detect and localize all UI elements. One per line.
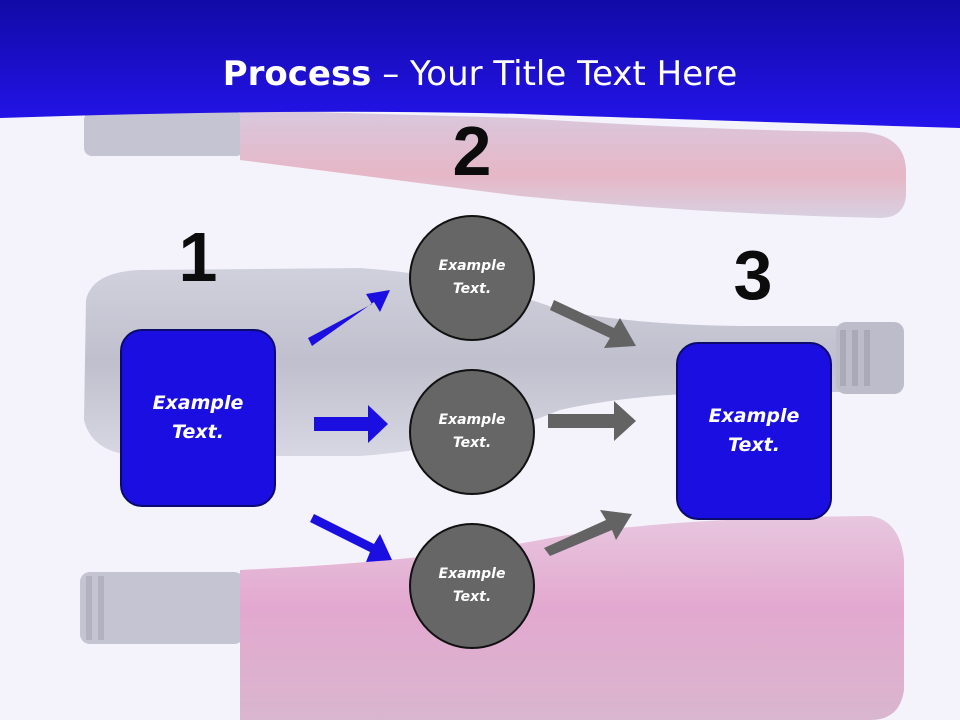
node-circle-middle: Example Text. xyxy=(409,369,535,495)
title-bold: Process xyxy=(222,54,372,94)
arrow-1-to-top xyxy=(308,290,390,346)
arrow-bottom-to-3 xyxy=(544,510,632,556)
step-box-1-text: Example Text. xyxy=(152,392,244,443)
arrows-blue xyxy=(308,290,392,562)
bottle-top xyxy=(84,110,906,218)
arrows-gray xyxy=(544,300,636,556)
header-band xyxy=(0,0,960,128)
title-rest: – Your Title Text Here xyxy=(371,54,738,94)
slide-title: Process – Your Title Text Here xyxy=(0,52,960,96)
node-circle-bottom: Example Text. xyxy=(409,523,535,649)
bottle-bottom xyxy=(80,516,904,720)
node-circle-middle-text: Example Text. xyxy=(438,412,506,451)
node-circle-bottom-text: Example Text. xyxy=(438,566,506,605)
step-box-3: Example Text. xyxy=(676,342,832,520)
arrow-1-to-bottom xyxy=(310,514,392,562)
node-circle-top-text: Example Text. xyxy=(438,258,506,297)
step-number-1: 1 xyxy=(178,218,218,296)
step-box-3-text: Example Text. xyxy=(708,405,800,456)
step-number-2: 2 xyxy=(452,112,492,190)
step-number-3: 3 xyxy=(733,236,773,314)
arrow-middle-to-3 xyxy=(548,401,636,441)
node-circle-top: Example Text. xyxy=(409,215,535,341)
step-box-1: Example Text. xyxy=(120,329,276,507)
arrow-1-to-middle xyxy=(314,405,388,443)
arrow-top-to-3 xyxy=(550,300,636,348)
